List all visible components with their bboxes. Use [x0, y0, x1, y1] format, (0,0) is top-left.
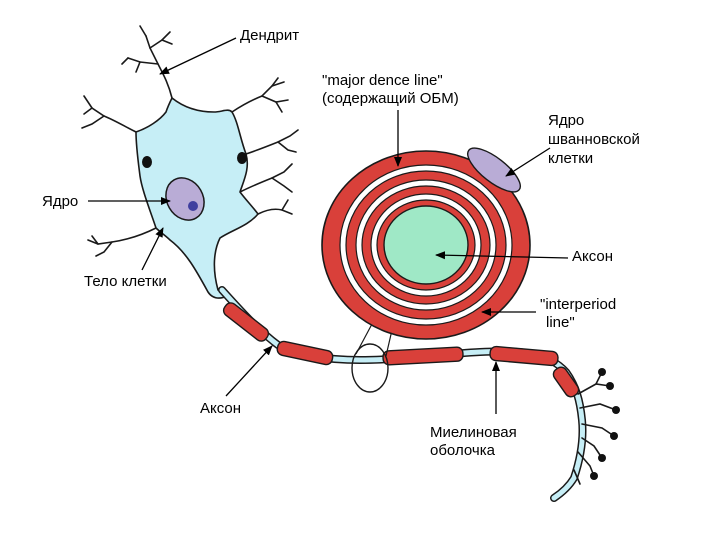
label-schwann-nucleus-3: клетки: [548, 150, 594, 167]
terminal-boutons: [590, 368, 620, 480]
label-axon-cross-section: Аксон: [572, 248, 614, 265]
leader-lines: [88, 37, 569, 414]
section-marker: [351, 343, 389, 393]
label-interperiod-line-2: line": [546, 314, 575, 331]
label-myelin-sheath-1: Миелиновая: [430, 424, 517, 441]
dendrite-stub-left: [142, 156, 152, 168]
label-nucleus: Ядро: [42, 193, 79, 210]
dendrite-stub-right: [237, 152, 247, 164]
schwann-nucleus: [467, 147, 521, 193]
label-dendrite: Дендрит: [240, 27, 300, 44]
label-major-dense-line-sub: (содержащий ОБМ): [322, 90, 459, 107]
label-cell-body: Тело клетки: [84, 273, 167, 290]
dendrites: [81, 25, 299, 257]
label-major-dense-line: "major dence line": [322, 72, 443, 89]
myelin-segments: [222, 302, 580, 398]
axon-core: [383, 205, 469, 285]
nucleolus: [188, 201, 198, 211]
label-axon: Аксон: [200, 400, 242, 417]
label-schwann-nucleus-1: Ядро: [548, 112, 585, 129]
label-myelin-sheath-2: оболочка: [430, 442, 495, 459]
label-schwann-nucleus-2: шванновской: [548, 131, 640, 148]
label-interperiod-line-1: "interperiod: [540, 296, 617, 313]
myelin-cross-section: [321, 147, 531, 340]
